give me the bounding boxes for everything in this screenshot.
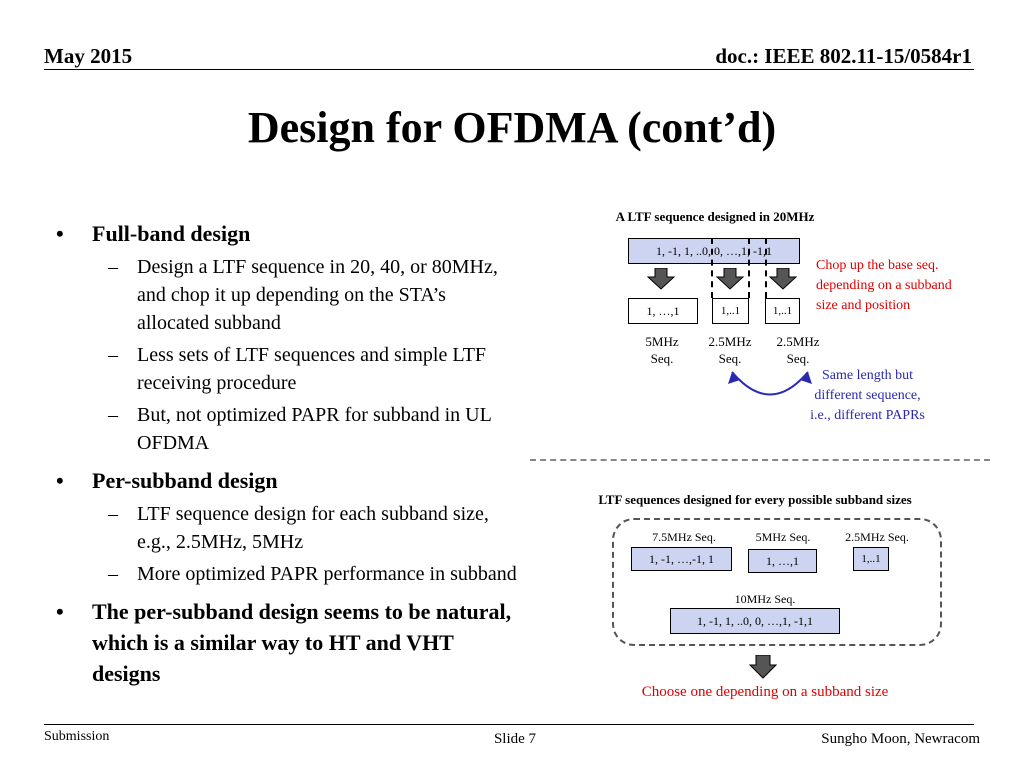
sub-bullet-text: LTF sequence design for each subband siz… [137,503,489,553]
section-divider [530,459,990,461]
sequence-box-2-5mhz: 1,..1 [853,547,889,571]
seq-label-5mhz: 5MHz Seq. [632,333,692,367]
chop-note: Chop up the base seq. depending on a sub… [816,256,991,316]
seq-label-10mhz: 10MHz Seq. [734,592,796,606]
header-date: May 2015 [44,44,133,68]
header-doc-id: doc.: IEEE 802.11-15/0584r1 [715,44,972,68]
choose-note: Choose one depending on a subband size [641,684,889,700]
footer-slide-number: Slide 7 [493,731,537,747]
chop-line [765,238,767,298]
seq-label-line: Seq. [650,351,674,366]
base-sequence-box: 1, -1, 1, ..0, 0, …,1, -1,1 [628,238,800,264]
footer-submission: Submission [44,729,110,744]
bullet-list: •Full-band design –Design a LTF sequence… [52,210,522,689]
chop-note-line: depending on a subband [816,278,952,293]
seq-label-line: Seq. [786,351,810,366]
sub-bullet: –Less sets of LTF sequences and simple L… [108,344,487,394]
per-subband-heading: Per-subband design [92,468,278,493]
down-arrow-icon [768,268,798,290]
sub-bullet-text: But, not optimized PAPR for subband in U… [137,404,492,454]
same-length-note-line: different sequence, [814,388,921,403]
top-diagram-title: A LTF sequence designed in 20MHz [615,209,815,224]
sequence-box-10mhz: 1, -1, 1, ..0, 0, …,1, -1,1 [670,608,840,634]
sequence-box-7-5mhz: 1, -1, …,-1, 1 [631,547,732,571]
same-length-note-line: Same length but [822,368,913,383]
sub-bullet-text: More optimized PAPR performance in subba… [137,563,517,585]
same-length-note-line: i.e., different PAPRs [810,408,925,423]
sub-bullet-text: Less sets of LTF sequences and simple LT… [137,344,487,394]
curved-double-arrow-icon [728,371,812,396]
down-arrow-icon [646,268,676,290]
down-arrow-icon [749,655,777,679]
footer-rule [44,724,974,725]
sub-bullet: –Design a LTF sequence in 20, 40, or 80M… [108,256,498,334]
chop-line [711,238,713,298]
sub-bullet: –More optimized PAPR performance in subb… [108,563,517,585]
sub-sequence-box-2-5mhz: 1,..1 [765,298,800,324]
seq-label-7-5mhz: 7.5MHz Seq. [652,530,716,544]
sequence-box-5mhz: 1, …,1 [748,549,817,573]
bottom-diagram-title: LTF sequences designed for every possibl… [598,492,912,507]
bullet-conclusion: •The per-subband design seems to be natu… [56,599,512,686]
chop-note-line: Chop up the base seq. [816,258,939,273]
sub-sequence-box-5mhz: 1, …,1 [628,298,698,324]
sub-bullet: –LTF sequence design for each subband si… [108,503,489,553]
seq-label-2-5mhz: 2.5MHz Seq. [700,333,760,367]
seq-label-line: 2.5MHz [776,334,820,349]
seq-label-line: Seq. [718,351,742,366]
sub-bullet: –But, not optimized PAPR for subband in … [108,404,492,454]
sub-sequence-box-2-5mhz: 1,..1 [712,298,749,324]
sequence-set-container [612,518,942,646]
chop-note-line: size and position [816,298,911,313]
chop-line [748,238,750,298]
seq-label-2-5mhz: 2.5MHz Seq. [845,530,909,544]
seq-label-line: 2.5MHz [708,334,752,349]
bullet-full-band: •Full-band design [56,221,251,246]
down-arrow-icon [715,268,745,290]
footer-author: Sungho Moon, Newracom [821,731,980,747]
seq-label-5mhz: 5MHz Seq. [755,530,811,544]
seq-label-line: 5MHz [645,334,679,349]
same-length-note: Same length but different sequence, i.e.… [790,366,945,426]
seq-label-2-5mhz: 2.5MHz Seq. [768,333,828,367]
bullet-per-subband: •Per-subband design [56,468,278,493]
full-band-heading: Full-band design [92,221,251,246]
sub-bullet-text: Design a LTF sequence in 20, 40, or 80MH… [137,256,498,334]
conclusion-text: The per-subband design seems to be natur… [92,599,512,686]
slide-title: Design for OFDMA (cont’d) [247,103,777,152]
header-rule [44,69,974,70]
